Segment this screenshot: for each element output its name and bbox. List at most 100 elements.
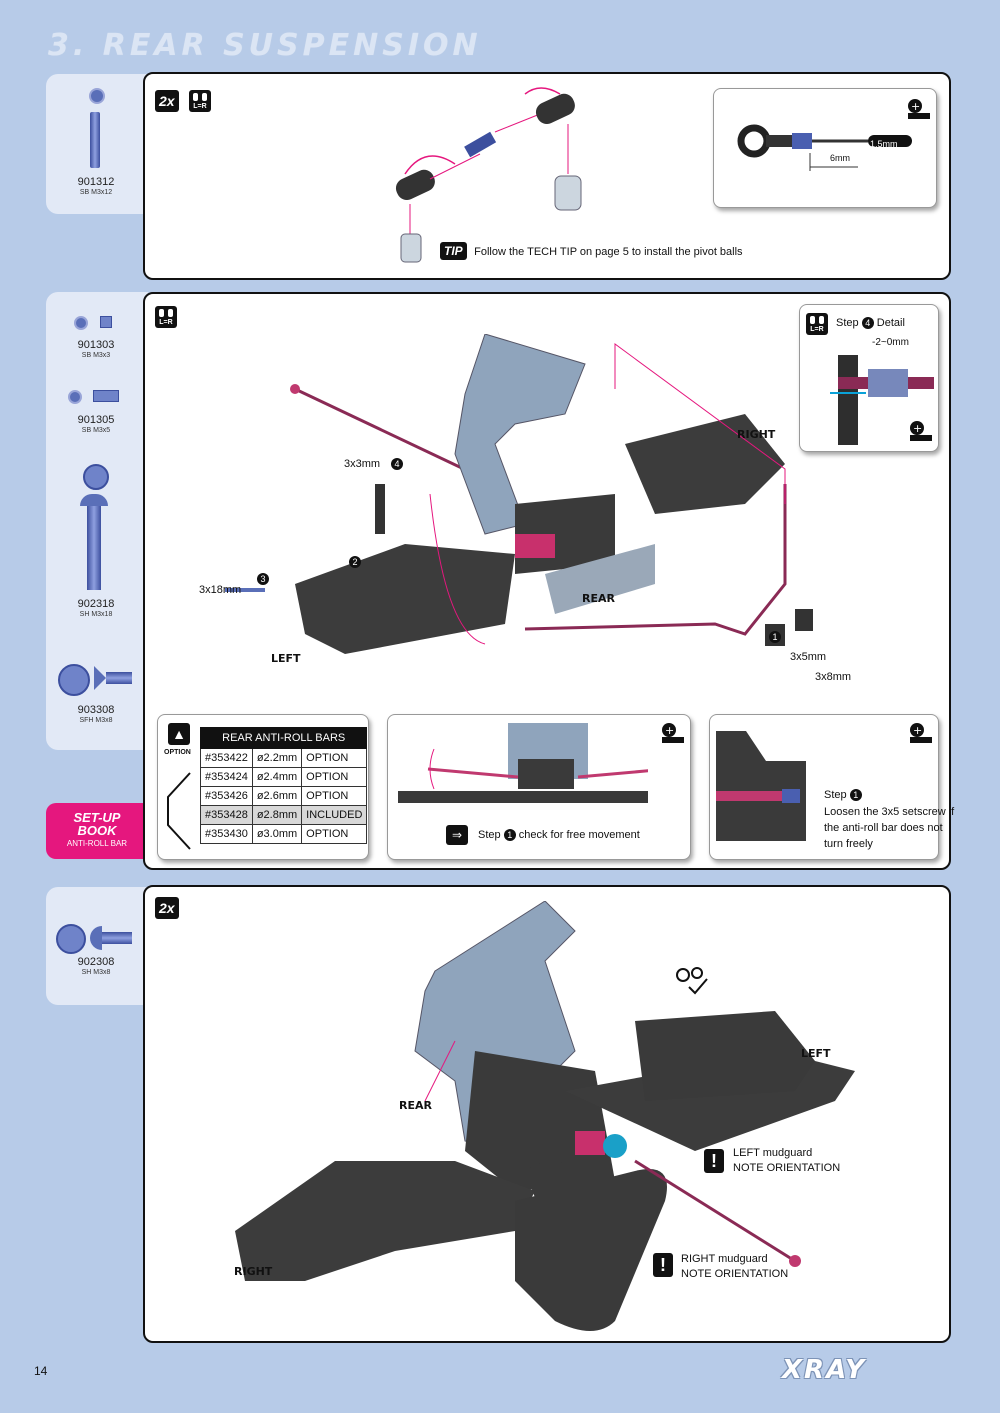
check-movement-box: + ⇒ Step 1 check for free movement <box>387 714 691 860</box>
collar-detail-diagram <box>830 355 934 445</box>
setup-line-1: SET-UP <box>73 810 121 825</box>
left-right-icon: L=R <box>189 90 211 112</box>
label-left: LEFT <box>271 652 301 665</box>
bar-size: ø2.6mm <box>251 786 303 806</box>
step4-dim: -2~0mm <box>872 337 909 348</box>
page-number: 14 <box>34 1364 48 1378</box>
check-text: check for free movement <box>518 829 640 841</box>
callout-step4: 4 <box>391 458 403 470</box>
screw-icon <box>80 494 108 590</box>
part-code: #353428 <box>200 805 253 825</box>
dim-label-2: 6mm <box>830 153 850 163</box>
tip-row: TIP Follow the TECH TIP on page 5 to ins… <box>440 242 743 260</box>
countersunk-screw-icon <box>94 666 134 690</box>
svg-text:+: + <box>665 724 674 737</box>
part-902318: 902318 SH M3x18 <box>46 598 146 619</box>
table-header: REAR ANTI-ROLL BARS <box>199 727 368 749</box>
part-number: 902308 <box>77 956 115 968</box>
bar-status: OPTION <box>301 786 368 806</box>
label-left: LEFT <box>801 1047 831 1060</box>
step4-detail-title: Step 4 Detail <box>836 317 905 329</box>
part-901305: 901305 SB M3x5 <box>46 414 146 435</box>
part-number: 902318 <box>77 598 115 610</box>
detail-icon: + <box>908 99 930 119</box>
step2-panel: L=R 3x3mm 4 2 3x18mm 3 1 3x5mm 3x8mm RIG… <box>143 292 954 870</box>
setscrew-icon <box>93 390 119 402</box>
step-word: Step <box>478 829 501 841</box>
ball-icon <box>89 88 105 104</box>
label-right: RIGHT <box>737 428 776 441</box>
detail-box-step1: + 1.5mm 6mm <box>713 88 937 208</box>
callout-step3: 3 <box>257 573 269 585</box>
callout-3x8mm: 3x8mm <box>815 671 852 683</box>
svg-text:+: + <box>913 724 922 737</box>
step-word: Step <box>824 789 847 801</box>
thumbs-up-icon: ▲ <box>168 723 190 745</box>
check-icon: ⇒ <box>446 825 468 845</box>
quantity-badge: 2x <box>155 90 179 112</box>
screw-icon <box>90 926 134 950</box>
bar-size: ø2.4mm <box>251 767 303 787</box>
setup-line-2: BOOK <box>77 823 117 838</box>
right-mudguard-note-2: NOTE ORIENTATION <box>681 1268 789 1280</box>
quantity-badge: 2x <box>155 897 179 919</box>
dim-label-1: 1.5mm <box>870 139 898 149</box>
ball-icon <box>68 390 82 404</box>
anti-roll-bar-icon <box>167 772 191 850</box>
step-number: 1 <box>503 829 516 841</box>
setup-book-tab[interactable]: SET-UP BOOK ANTI-ROLL BAR <box>46 803 148 859</box>
left-right-icon: L=R <box>806 313 828 335</box>
part-901312: 901312 SB M3x12 <box>46 176 146 197</box>
label-rear: REAR <box>582 592 615 605</box>
callout-step1: 1 <box>769 631 781 643</box>
part-description: SB M3x5 <box>81 427 111 434</box>
anti-roll-bar-movement-diagram <box>398 723 648 803</box>
part-number: 901303 <box>77 339 115 351</box>
bar-size: ø2.2mm <box>251 748 303 768</box>
part-902308: 902308 SH M3x8 <box>46 956 146 977</box>
part-code: #353424 <box>200 767 253 787</box>
left-right-icon: L=R <box>155 306 177 328</box>
part-903308: 903308 SFH M3x8 <box>46 704 146 725</box>
loosen-line-1: Loosen the 3x5 setscrew if <box>824 806 955 818</box>
screw-head-icon <box>83 464 109 490</box>
check-text-row: Step 1 check for free movement <box>478 829 640 841</box>
part-code: #353426 <box>200 786 253 806</box>
option-label: OPTION <box>164 749 191 756</box>
part-description: SFH M3x8 <box>79 717 113 724</box>
rear-suspension-assembly-diagram <box>225 334 813 654</box>
label-rear: REAR <box>399 1099 432 1112</box>
part-number: 901312 <box>77 176 115 188</box>
bar-size: ø3.0mm <box>251 824 303 844</box>
warning-icon: ! <box>704 1149 724 1173</box>
step-word: Step <box>836 317 859 329</box>
label-right: RIGHT <box>234 1265 273 1278</box>
right-mudguard-note-1: RIGHT mudguard <box>681 1253 768 1265</box>
ball-icon <box>74 316 88 330</box>
step-number: 4 <box>861 317 874 329</box>
tip-badge: TIP <box>440 242 467 260</box>
svg-text:+: + <box>913 422 922 435</box>
part-code: #353430 <box>200 824 253 844</box>
bar-status: OPTION <box>301 748 368 768</box>
callout-3x3mm: 3x3mm <box>344 458 381 470</box>
part-description: SH M3x18 <box>79 611 113 618</box>
setup-line-3: ANTI-ROLL BAR <box>66 839 128 848</box>
detail-icon: + <box>910 723 932 743</box>
setscrew-icon <box>100 316 112 328</box>
part-description: SB M3x3 <box>81 352 111 359</box>
rod-end-diagram <box>737 124 912 171</box>
step4-detail-box: L=R Step 4 Detail -2~0mm + <box>799 304 939 452</box>
detail-icon: + <box>910 421 932 441</box>
callout-3x5mm: 3x5mm <box>790 651 827 663</box>
ball-link-diagram <box>395 87 582 263</box>
part-description: SH M3x8 <box>81 969 111 976</box>
loosen-setscrew-box: + Step 1 Loosen the 3x5 setscrew if the … <box>709 714 954 860</box>
callout-step2: 2 <box>349 556 361 568</box>
screw-head-icon <box>58 664 90 696</box>
